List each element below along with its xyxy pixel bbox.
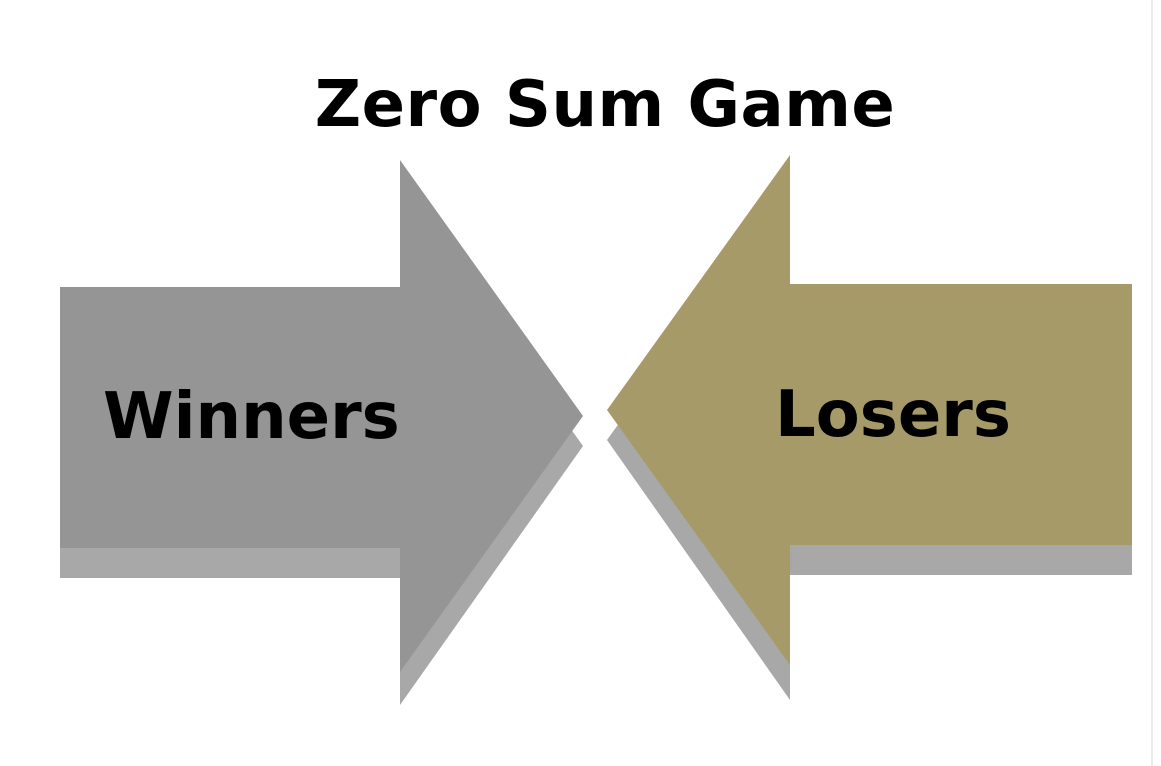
winners-label: Winners: [103, 380, 400, 454]
winners-arrow: [60, 160, 583, 672]
page-edge: [1151, 0, 1153, 766]
diagram-title: Zero Sum Game: [314, 68, 896, 142]
losers-arrow: [607, 155, 1132, 665]
losers-label: Losers: [775, 378, 1011, 452]
